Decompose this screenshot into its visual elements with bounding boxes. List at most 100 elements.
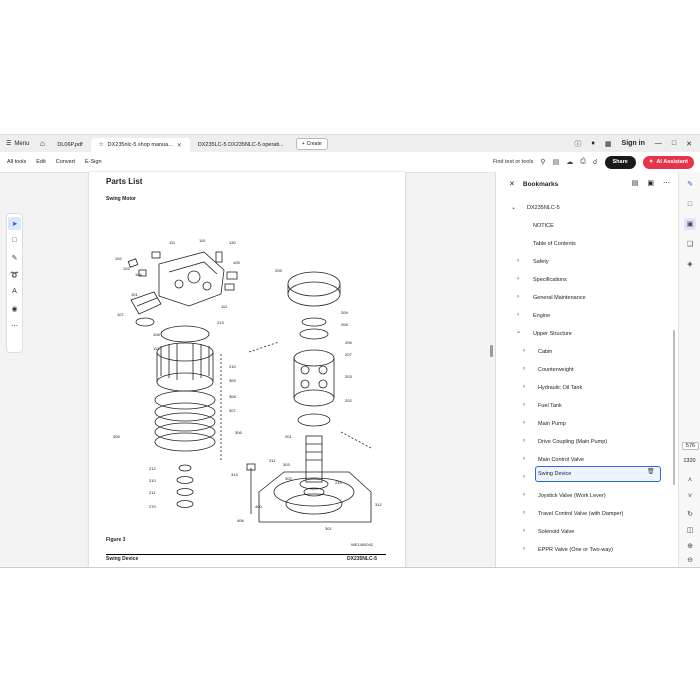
apps-icon[interactable]: ▦ [604, 140, 612, 148]
bookmark-item[interactable]: Solenoid Valve [538, 529, 575, 535]
rotate-icon[interactable]: ↻ [687, 511, 693, 518]
create-button[interactable]: + Create [295, 137, 328, 150]
fit-page-icon[interactable]: ◫ [686, 527, 694, 534]
ai-assistant-button[interactable]: ✦ AI Assistant [642, 155, 694, 169]
bookmark-item[interactable]: Main Pump [538, 421, 566, 427]
bookmark-item[interactable]: Fuel Tank [538, 403, 562, 409]
edit-pdf-icon[interactable]: ✎ [687, 181, 693, 188]
bookmark-item[interactable]: Table of Contents [533, 241, 576, 247]
close-panel-icon[interactable]: ✕ [509, 181, 515, 188]
current-page-input[interactable]: 576 [682, 442, 699, 450]
bookmark-item[interactable]: NOTICE [533, 223, 554, 229]
select-cursor-icon[interactable]: ➤ [8, 217, 21, 230]
chevron-down-icon[interactable]: ⌄ [511, 205, 517, 211]
chevron-right-icon[interactable]: › [523, 420, 525, 426]
bookmark-item[interactable]: General Maintenance [533, 295, 586, 301]
document-scrollbar[interactable] [490, 172, 493, 567]
bookmark-item[interactable]: Counterweight [538, 367, 574, 373]
chevron-right-icon[interactable]: › [517, 312, 519, 318]
chevron-right-icon[interactable]: › [517, 294, 519, 300]
bookmark-root[interactable]: DX235NLC-5 [527, 205, 560, 211]
save-icon[interactable]: ▤ [552, 159, 560, 166]
bookmark-item[interactable]: Drive Coupling (Main Pump) [538, 439, 608, 445]
share-button[interactable]: Share [604, 155, 636, 169]
tab-operation-manual[interactable]: DX235LC-5 DX235NLC-5 operati... [190, 138, 292, 152]
minimize-icon[interactable]: — [654, 140, 662, 147]
bookmark-item[interactable]: Engine [533, 313, 551, 319]
pages-panel-icon[interactable]: ❏ [686, 241, 694, 248]
chevron-right-icon[interactable]: › [523, 474, 525, 480]
home-icon[interactable]: ⌂ [39, 139, 45, 148]
callout-label: 406 [237, 518, 244, 523]
chevron-right-icon[interactable]: › [523, 366, 525, 372]
chevron-right-icon[interactable]: › [523, 492, 525, 498]
find-text-button[interactable]: Find text or tools [492, 159, 534, 165]
chevron-down-icon[interactable]: ⌄ [516, 329, 522, 335]
stamp-icon[interactable]: ◉ [11, 305, 18, 313]
sign-in-button[interactable]: Sign in [621, 140, 645, 147]
maximize-icon[interactable]: □ [671, 140, 677, 147]
menu-label: Menu [14, 140, 30, 147]
help-icon[interactable]: ⓘ [574, 140, 582, 148]
tab-dl06p[interactable]: DL06P.pdf [49, 138, 90, 152]
bookmark-item[interactable]: Joystick Valve (Work Lever) [538, 493, 606, 499]
chevron-right-icon[interactable]: › [523, 528, 525, 534]
bookmark-item-selected[interactable]: Swing Device [538, 471, 572, 477]
chevron-down-icon[interactable]: ˅ [687, 492, 693, 500]
chevron-right-icon[interactable]: › [523, 348, 525, 354]
menu-convert[interactable]: Convert [55, 159, 76, 165]
zoom-out-icon[interactable]: ⊖ [687, 557, 693, 564]
callout-label: 213 [217, 320, 224, 325]
comment-panel-icon[interactable]: □ [687, 200, 693, 208]
document-scrollbar-thumb[interactable] [490, 345, 493, 357]
bell-icon[interactable]: ♦ [591, 140, 595, 147]
menu-all-tools[interactable]: All tools [7, 159, 27, 165]
footer-model: DX235NLC-5 [347, 556, 378, 562]
add-bookmark-icon[interactable]: ▤ [631, 180, 639, 187]
chevron-up-icon[interactable]: ˄ [687, 476, 693, 484]
bookmark-item[interactable]: Travel Control Valve (with Damper) [538, 511, 624, 517]
bookmark-item[interactable]: Main Control Valve [538, 457, 585, 463]
bookmark-item[interactable]: Specifications [533, 277, 567, 283]
search-icon[interactable]: ⚲ [540, 159, 546, 166]
tab-shop-manual[interactable]: ☆ DX235nlc-5 shop manua... ✕ [90, 138, 190, 152]
bookmark-item[interactable]: Upper Structure [533, 331, 572, 337]
draw-lasso-icon[interactable]: ➰ [10, 271, 19, 279]
bookmark-item[interactable]: EPPR Valve (One or Two-way) [538, 547, 613, 553]
callout-label: 103 [123, 266, 130, 271]
highlight-pen-icon[interactable]: ✎ [11, 254, 18, 262]
text-box-icon[interactable]: A [12, 288, 17, 295]
print-icon[interactable]: ⎙ [580, 158, 586, 165]
star-icon[interactable]: ☆ [98, 142, 104, 148]
more-options-icon[interactable]: ⋯ [663, 180, 670, 187]
menu-edit[interactable]: Edit [36, 159, 46, 165]
bookmark-icon[interactable]: ▣ [647, 180, 654, 187]
chevron-right-icon[interactable]: › [523, 438, 525, 444]
close-tab-icon[interactable]: ✕ [176, 142, 182, 149]
chevron-right-icon[interactable]: › [523, 402, 525, 408]
chevron-right-icon[interactable]: › [523, 510, 525, 516]
selected-bookmark-highlight[interactable] [535, 466, 661, 482]
chevron-right-icon[interactable]: › [523, 384, 525, 390]
zoom-in-icon[interactable]: ⊕ [687, 543, 693, 550]
chevron-right-icon[interactable]: › [517, 276, 519, 282]
more-tools-icon[interactable]: ⋯ [11, 322, 18, 330]
menu-button[interactable]: ☰ Menu [0, 135, 35, 152]
search-doc-icon[interactable]: ☌ [592, 159, 598, 166]
bookmarks-panel-icon[interactable]: ▣ [684, 218, 696, 230]
callout-label: 208 [341, 322, 348, 327]
chevron-right-icon[interactable]: › [523, 456, 525, 462]
chevron-right-icon[interactable]: › [523, 546, 525, 552]
layers-icon[interactable]: ◈ [687, 261, 693, 268]
bookmark-item[interactable]: Safety [533, 259, 549, 265]
comment-icon[interactable]: □ [12, 237, 17, 244]
menu-esign[interactable]: E-Sign [85, 159, 102, 165]
bookmark-item[interactable]: Cabin [538, 349, 553, 355]
delete-bookmark-icon[interactable]: 🗑 [647, 469, 655, 475]
callout-label: 307 [229, 408, 236, 413]
bookmark-item[interactable]: Hydraulic Oil Tank [538, 385, 583, 391]
bookmarks-scrollbar[interactable] [673, 330, 675, 485]
upload-cloud-icon[interactable]: ☁ [566, 159, 574, 166]
close-window-icon[interactable]: ✕ [686, 140, 692, 148]
chevron-right-icon[interactable]: › [517, 258, 519, 264]
